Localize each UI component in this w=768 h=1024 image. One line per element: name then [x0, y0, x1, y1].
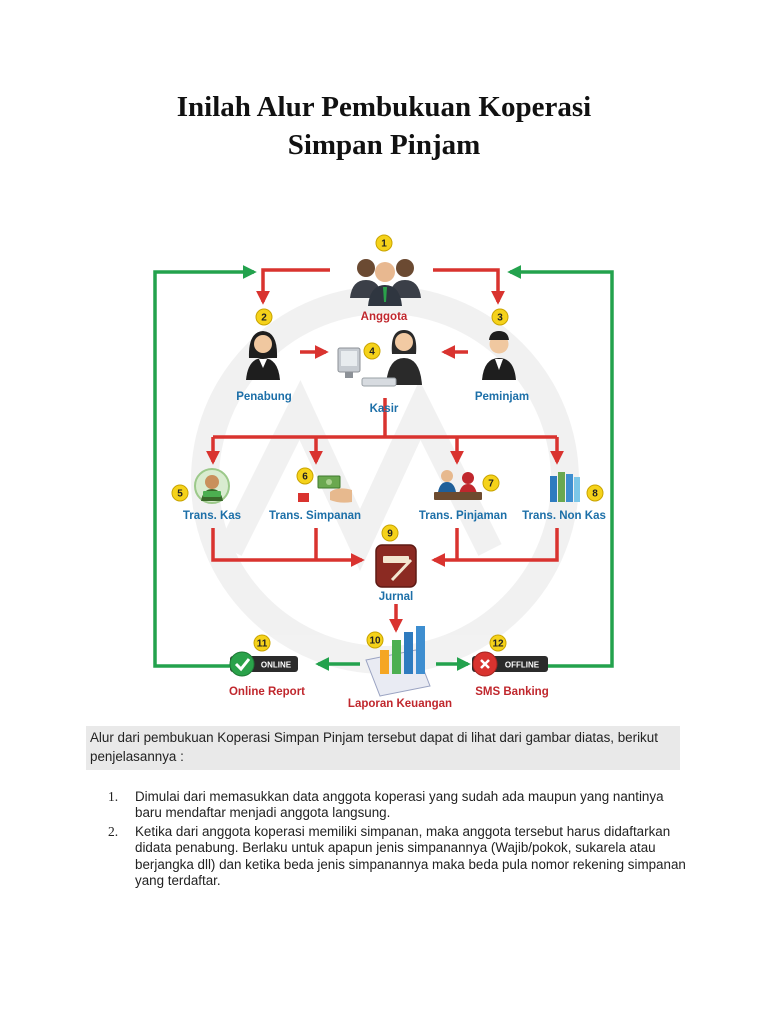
node-label: Penabung [236, 391, 292, 403]
node-trans-kas: 5 Trans. Kas [171, 468, 241, 522]
node-label: Anggota [361, 311, 408, 323]
node-number: 5 [177, 489, 183, 500]
node-number: 7 [488, 479, 494, 490]
meeting-desk-icon [434, 470, 482, 500]
node-number: 8 [592, 489, 598, 500]
intro-paragraph: Alur dari pembukuan Koperasi Simpan Pinj… [86, 726, 680, 770]
node-number: 6 [302, 472, 308, 483]
title-line-1: Inilah Alur Pembukuan Koperasi [176, 91, 592, 123]
node-label: Trans. Simpanan [269, 510, 361, 522]
node-number: 2 [261, 313, 267, 324]
node-label: Trans. Non Kas [522, 510, 606, 522]
node-penabung: 2 Penabung [236, 308, 292, 403]
green-connectors [153, 265, 614, 671]
node-label: Kasir [370, 403, 399, 415]
node-number: 4 [369, 347, 375, 358]
woman-person-icon [246, 331, 280, 380]
offline-status-icon: OFFLINE [472, 651, 548, 677]
binders-icon [550, 472, 580, 502]
node-label: Online Report [229, 686, 305, 698]
money-user-icon [194, 468, 230, 504]
red-connectors [206, 268, 564, 633]
node-trans-simpanan: 6 Trans. Simpanan [269, 467, 361, 522]
node-number: 10 [369, 636, 381, 647]
flowchart-diagram: 1 Anggota 2 Penabung 3 Peminjam [153, 234, 614, 710]
node-trans-pinjaman: 7 Trans. Pinjaman [419, 470, 507, 522]
journal-book-icon [375, 544, 417, 588]
list-item: 1. Dimulai dari memasukkan data anggota … [108, 789, 688, 822]
node-number: 11 [257, 639, 268, 650]
list-item-number: 2. [108, 823, 119, 839]
list-item-number: 1. [108, 789, 119, 804]
node-label: Laporan Keuangan [348, 698, 452, 710]
list-item: 2. Ketika dari anggota koperasi memiliki… [108, 824, 688, 890]
node-peminjam: 3 Peminjam [475, 308, 529, 403]
title-line-2: Simpan Pinjam [287, 129, 481, 161]
people-group-icon [350, 259, 421, 306]
node-label: Trans. Kas [183, 510, 241, 522]
node-number: 9 [387, 529, 393, 540]
node-laporan-keuangan: 10 Laporan Keuangan [348, 626, 452, 710]
node-anggota: 1 Anggota [350, 234, 421, 323]
cashier-at-computer-icon [337, 330, 422, 387]
node-label: Trans. Pinjaman [419, 510, 507, 522]
online-badge-text: ONLINE [261, 661, 292, 670]
node-jurnal: 9 Jurnal [375, 524, 417, 603]
list-item-text: Ketika dari anggota koperasi memiliki si… [135, 823, 686, 889]
list-item-text: Dimulai dari memasukkan data anggota kop… [135, 789, 664, 821]
page-title: Inilah Alur Pembukuan Koperasi Simpan Pi… [0, 88, 768, 164]
node-label: SMS Banking [475, 686, 548, 698]
node-trans-non-kas: 8 Trans. Non Kas [522, 472, 606, 522]
node-kasir: 4 Kasir [337, 330, 422, 415]
online-status-icon: ONLINE [229, 651, 298, 677]
node-number: 1 [381, 239, 387, 250]
steps-list: 1. Dimulai dari memasukkan data anggota … [108, 789, 688, 891]
node-number: 12 [492, 639, 504, 650]
bar-chart-icon [365, 626, 431, 697]
node-label: Jurnal [379, 591, 414, 603]
node-online-report: ONLINE 11 Online Report [229, 634, 305, 698]
node-sms-banking: OFFLINE 12 SMS Banking [472, 634, 549, 698]
node-label: Peminjam [475, 391, 529, 403]
node-number: 3 [497, 313, 503, 324]
man-person-icon [482, 331, 516, 380]
offline-badge-text: OFFLINE [505, 661, 540, 670]
hand-money-icon [298, 475, 352, 503]
